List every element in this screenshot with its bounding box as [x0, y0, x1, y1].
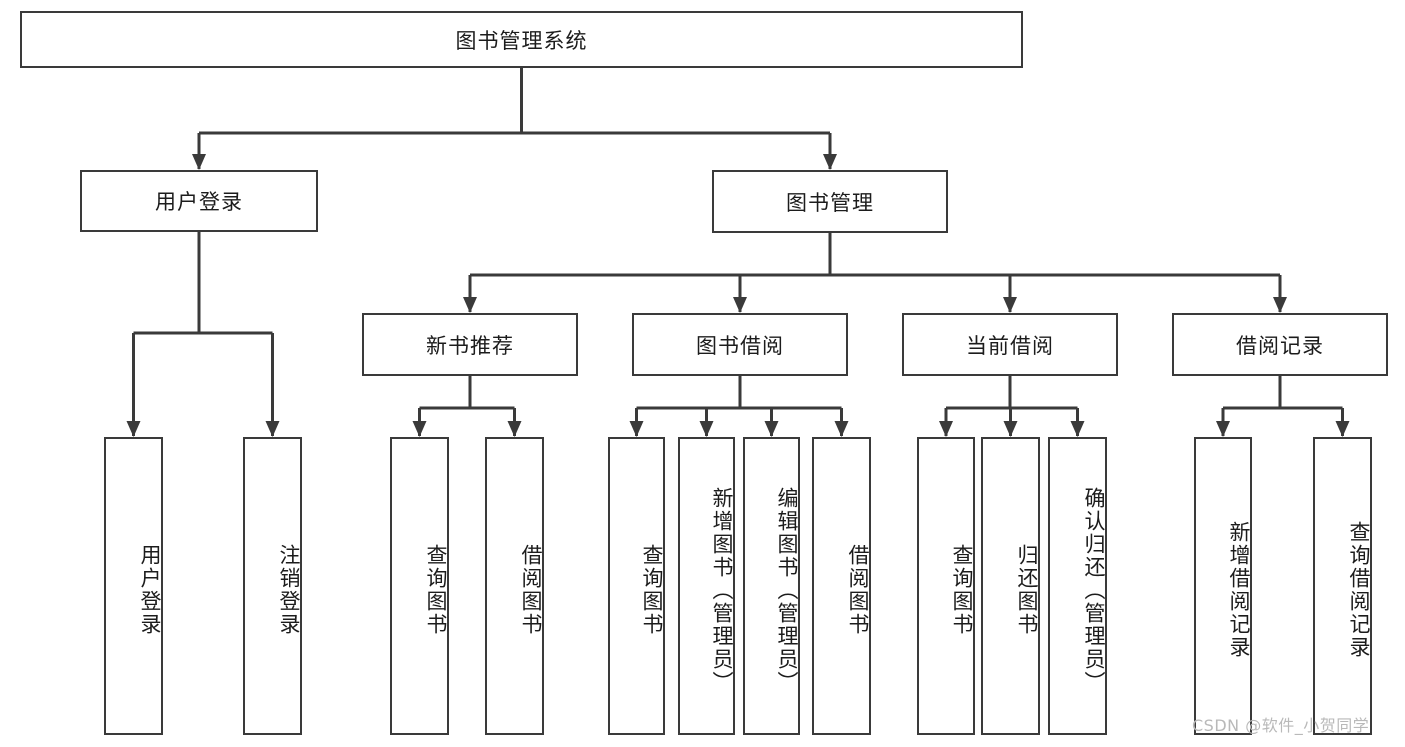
arrow-head-icon — [463, 297, 477, 313]
node-r-query[interactable]: 查询借阅记录 — [1313, 437, 1372, 735]
node-label: 确认归还（管理员） — [1082, 486, 1106, 694]
arrow-head-icon — [412, 421, 427, 437]
node-current[interactable]: 当前借阅 — [902, 313, 1118, 376]
node-c-return[interactable]: 归还图书 — [981, 437, 1040, 735]
node-l-logout[interactable]: 注销登录 — [243, 437, 302, 735]
node-label: 查询图书 — [640, 544, 664, 636]
arrow-head-icon — [699, 421, 714, 437]
node-label: 图书借阅 — [696, 333, 784, 358]
arrow-head-icon — [823, 154, 837, 170]
node-login[interactable]: 用户登录 — [80, 170, 318, 232]
node-label: 新增图书（管理员） — [710, 486, 734, 694]
node-label: 编辑图书（管理员） — [775, 486, 799, 694]
node-borrow[interactable]: 图书借阅 — [632, 313, 848, 376]
arrow-head-icon — [939, 421, 953, 437]
arrow-head-icon — [1216, 421, 1230, 437]
node-c-confirm[interactable]: 确认归还（管理员） — [1048, 437, 1107, 735]
arrow-head-icon — [629, 421, 644, 437]
node-label: 借阅图书 — [846, 544, 870, 636]
arrow-head-icon — [733, 297, 747, 313]
arrow-head-icon — [192, 154, 206, 170]
node-c-query[interactable]: 查询图书 — [917, 437, 975, 735]
node-label: 借阅图书 — [519, 544, 543, 636]
arrow-head-icon — [1070, 421, 1085, 437]
node-b-edit[interactable]: 编辑图书（管理员） — [743, 437, 800, 735]
node-label: 用户登录 — [138, 544, 162, 636]
node-label: 用户登录 — [155, 190, 243, 214]
node-label: 借阅记录 — [1236, 333, 1324, 358]
arrow-head-icon — [1273, 297, 1287, 313]
node-b-lend[interactable]: 借阅图书 — [812, 437, 871, 735]
node-label: 查询图书 — [950, 544, 974, 636]
node-l-login[interactable]: 用户登录 — [104, 437, 163, 735]
arrow-head-icon — [1335, 421, 1350, 437]
node-root[interactable]: 图书管理系统 — [20, 11, 1023, 68]
node-label: 查询借阅记录 — [1347, 521, 1371, 659]
node-b-query[interactable]: 查询图书 — [608, 437, 665, 735]
node-label: 归还图书 — [1015, 544, 1039, 636]
node-label: 新书推荐 — [426, 333, 514, 358]
node-label: 查询图书 — [424, 544, 448, 636]
node-r-add[interactable]: 新增借阅记录 — [1194, 437, 1252, 735]
node-label: 新增借阅记录 — [1227, 521, 1251, 659]
arrow-head-icon — [1003, 421, 1018, 437]
node-n-query[interactable]: 查询图书 — [390, 437, 449, 735]
arrow-head-icon — [764, 421, 779, 437]
node-newbook[interactable]: 新书推荐 — [362, 313, 578, 376]
arrow-head-icon — [834, 421, 849, 437]
arrow-head-icon — [265, 421, 280, 437]
arrow-head-icon — [507, 421, 522, 437]
node-records[interactable]: 借阅记录 — [1172, 313, 1388, 376]
arrow-head-icon — [126, 421, 141, 437]
node-label: 当前借阅 — [966, 333, 1054, 358]
node-label: 图书管理 — [786, 190, 874, 215]
arrow-head-icon — [1003, 297, 1017, 313]
node-label: 图书管理系统 — [455, 28, 588, 53]
node-bookmgmt[interactable]: 图书管理 — [712, 170, 948, 233]
node-label: 注销登录 — [277, 544, 301, 636]
node-b-add[interactable]: 新增图书（管理员） — [678, 437, 735, 735]
node-n-borrow[interactable]: 借阅图书 — [485, 437, 544, 735]
